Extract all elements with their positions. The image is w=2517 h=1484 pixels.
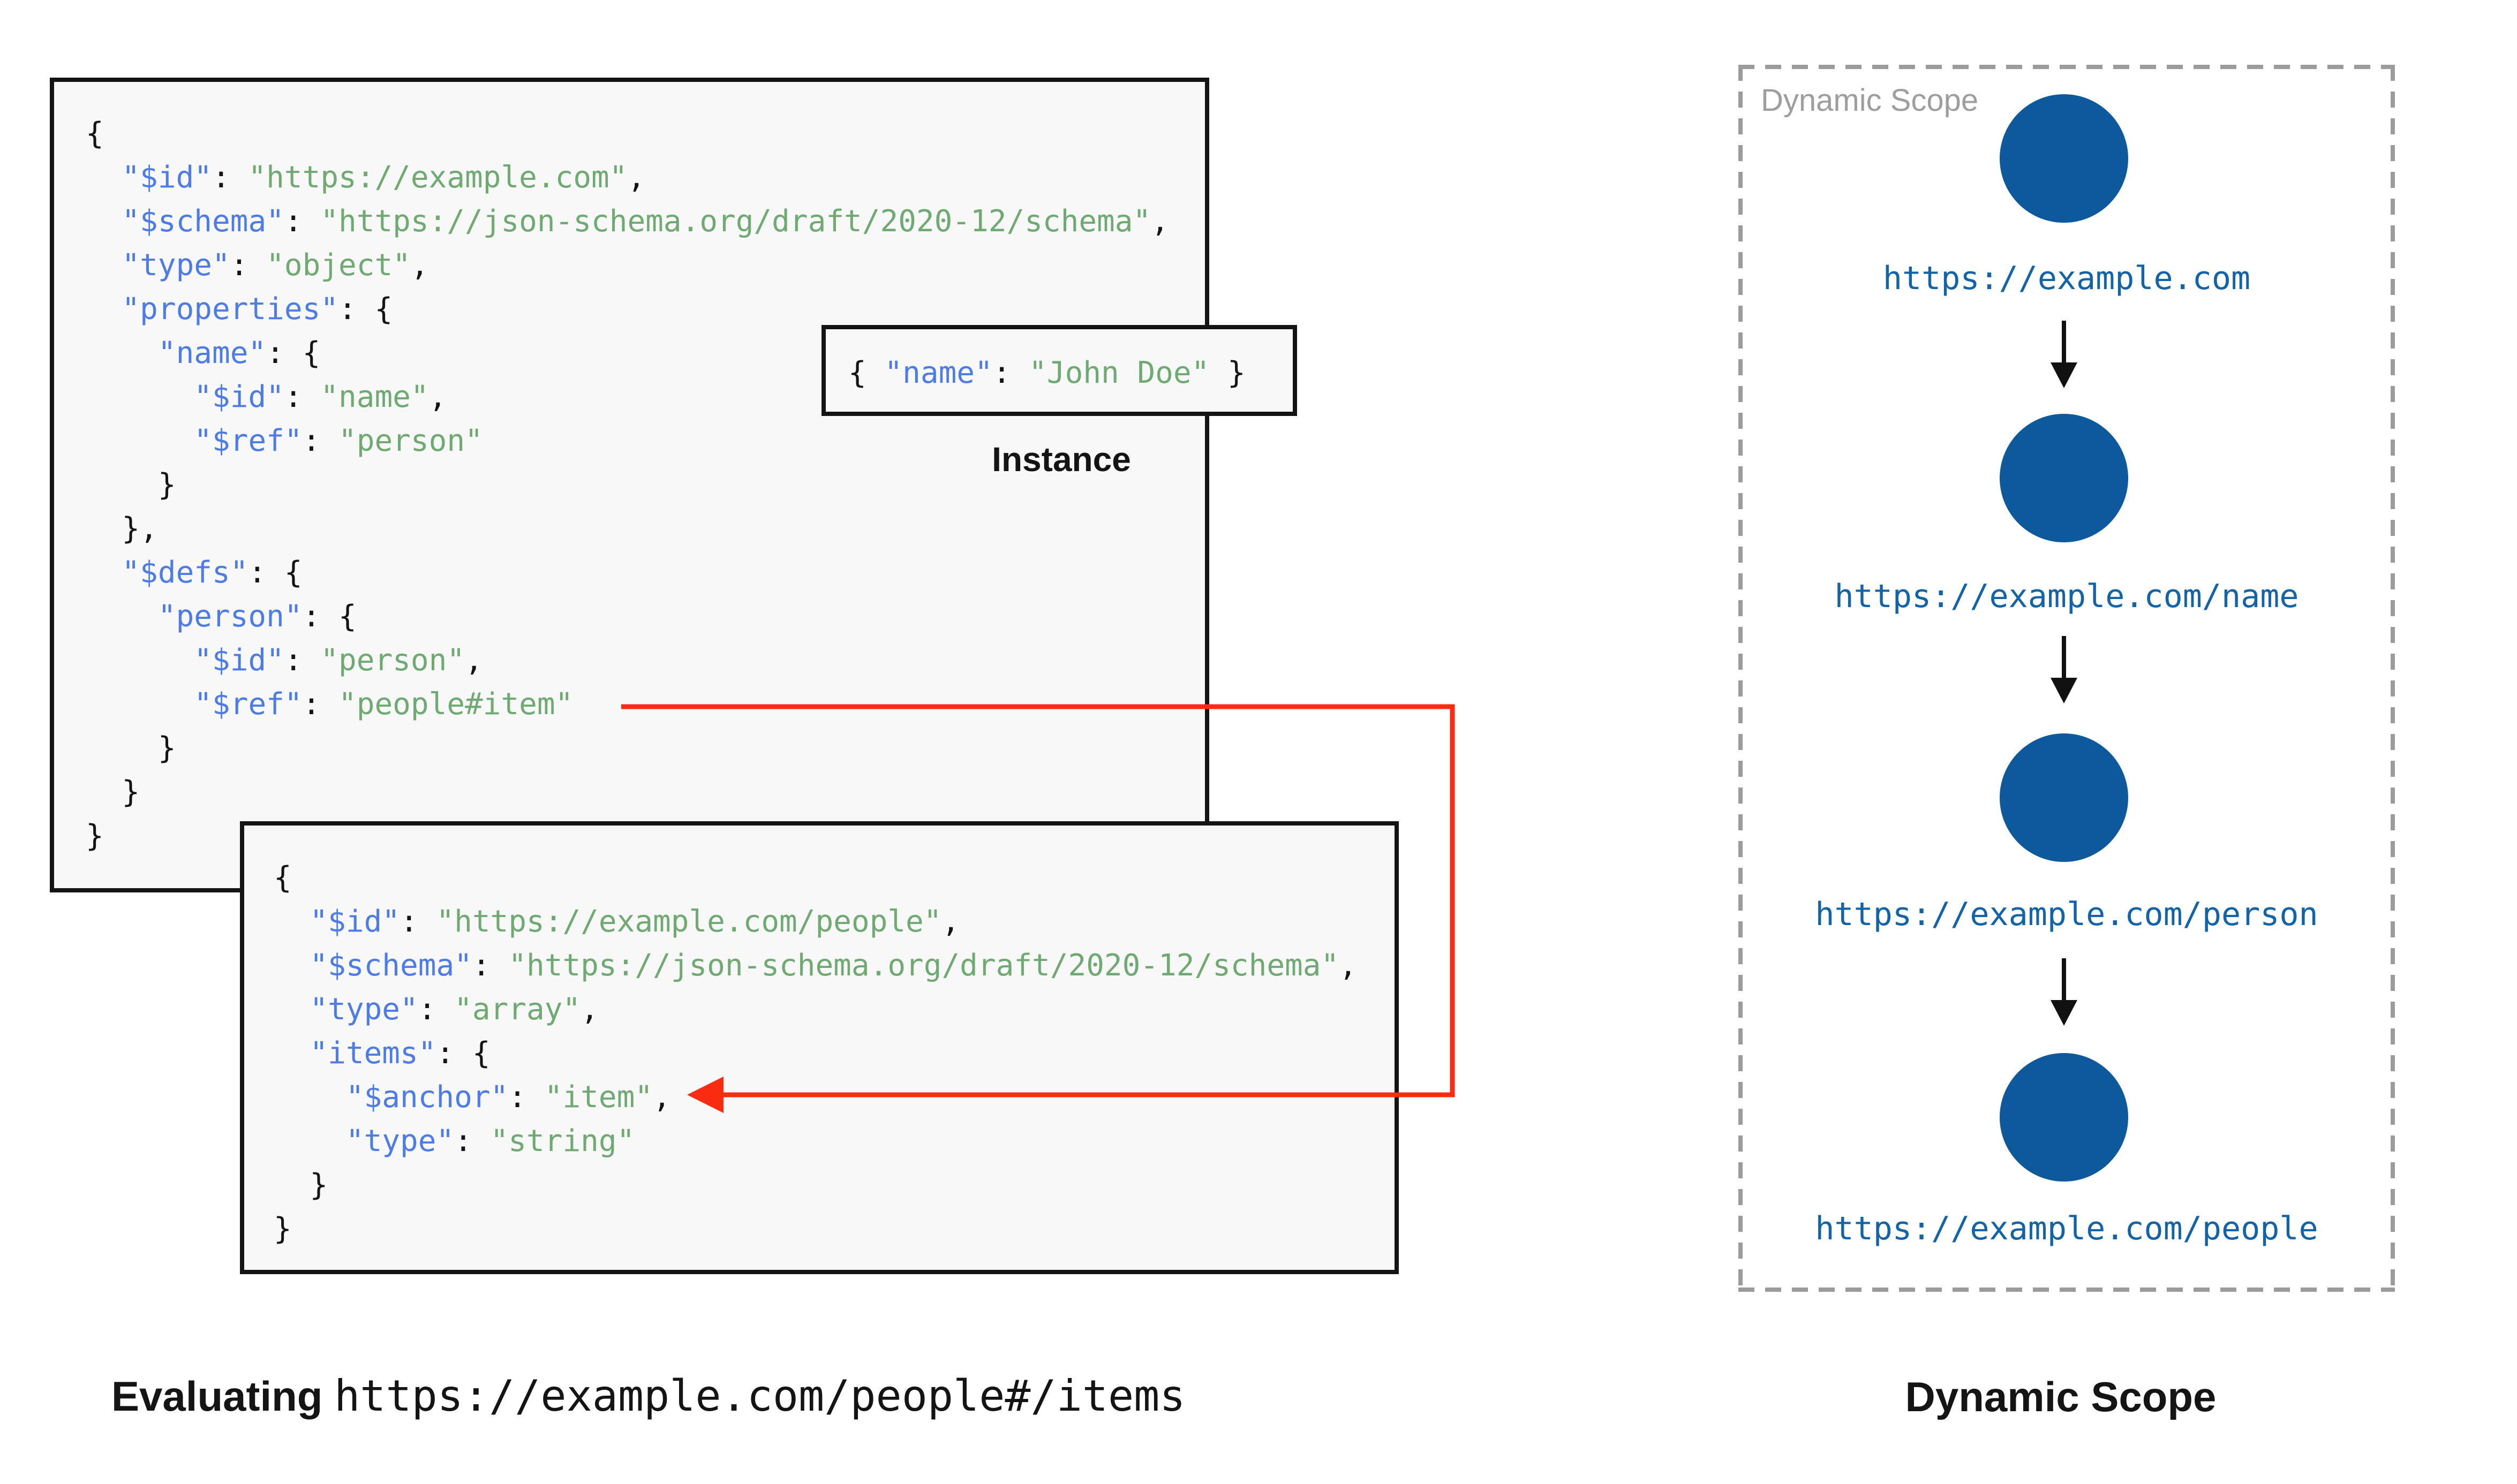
panel-border-right — [2391, 65, 2395, 1292]
scope-node-circle — [2000, 94, 2128, 223]
evaluating-label: Evaluating — [111, 1373, 323, 1420]
scope-node-url: https://example.com/name — [1834, 578, 2299, 615]
scope-node-url: https://example.com — [1882, 260, 2251, 297]
root-schema-code: { "$id": "https://example.com", "$schema… — [86, 116, 1169, 853]
evaluating-uri: https://example.com/people#/items — [334, 1371, 1186, 1421]
down-arrow-icon — [2051, 636, 2077, 703]
root-schema-code-box: { "$id": "https://example.com", "$schema… — [50, 78, 1209, 892]
people-schema-code: { "$id": "https://example.com/people", "… — [274, 860, 1357, 1246]
panel-border-bottom — [1738, 1288, 2395, 1292]
instance-code: { "name": "John Doe" } — [848, 355, 1246, 390]
scope-node-circle — [2000, 1053, 2128, 1182]
scope-node-circle — [2000, 733, 2128, 862]
dynamic-scope-caption: Dynamic Scope — [1905, 1373, 2217, 1420]
scope-node-url: https://example.com/person — [1815, 896, 2318, 933]
instance-caption: Instance — [992, 440, 1131, 479]
down-arrow-icon — [2051, 321, 2077, 388]
instance-code-box: { "name": "John Doe" } — [822, 325, 1297, 416]
dynamic-scope-tag: Dynamic Scope — [1761, 83, 1979, 118]
people-schema-code-box: { "$id": "https://example.com/people", "… — [240, 821, 1399, 1274]
down-arrow-icon — [2051, 958, 2077, 1026]
panel-border-left — [1738, 65, 1743, 1292]
panel-border-top — [1738, 65, 2395, 69]
scope-node-url: https://example.com/people — [1815, 1210, 2318, 1247]
evaluating-caption: Evaluating https://example.com/people#/i… — [111, 1371, 1186, 1422]
scope-node-circle — [2000, 414, 2128, 542]
dynamic-scope-panel: Dynamic Scope https://example.com https:… — [1738, 65, 2395, 1292]
